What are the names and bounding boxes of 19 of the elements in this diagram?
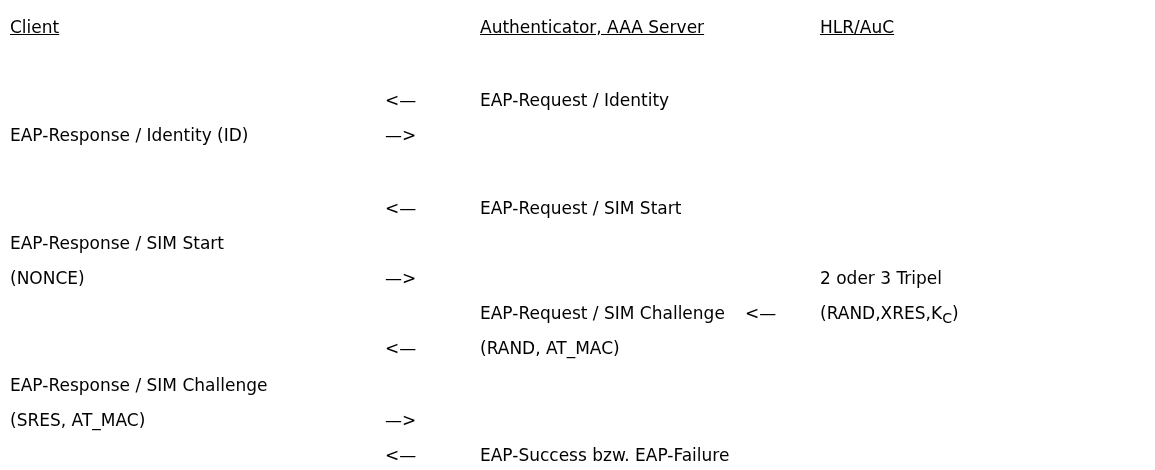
message-text: EAP-Success bzw. EAP-Failure	[480, 444, 730, 467]
text-arrow: —>	[385, 267, 417, 290]
text-arrow: <—	[385, 89, 417, 112]
text-arrow: —>	[385, 409, 417, 432]
message-text: EAP-Request / SIM Challenge (RAND, AT_MAC)	[480, 302, 726, 361]
text-arrow: <—	[385, 337, 417, 360]
text-arrow: <—	[385, 197, 417, 220]
column-header: HLR/AuC	[820, 16, 895, 39]
column-header: Client	[10, 16, 60, 39]
column-header: Authenticator, AAA Server	[480, 16, 705, 39]
text-arrow: <—	[745, 302, 777, 325]
message-text: EAP-Response / Identity (ID)	[10, 124, 249, 147]
text-arrow: —>	[385, 124, 417, 147]
message-text: EAP-Response / SIM Challenge (SRES, AT_MAC)	[10, 374, 269, 433]
message-text: EAP-Request / SIM Start	[480, 197, 682, 220]
text-arrow: <—	[385, 444, 417, 467]
message-text: 2 oder 3 Tripel (RAND,XRES,K$_{C}$)	[820, 267, 960, 329]
message-text: EAP-Response / SIM Start (NONCE)	[10, 232, 225, 290]
message-text: EAP-Request / Identity	[480, 89, 670, 112]
